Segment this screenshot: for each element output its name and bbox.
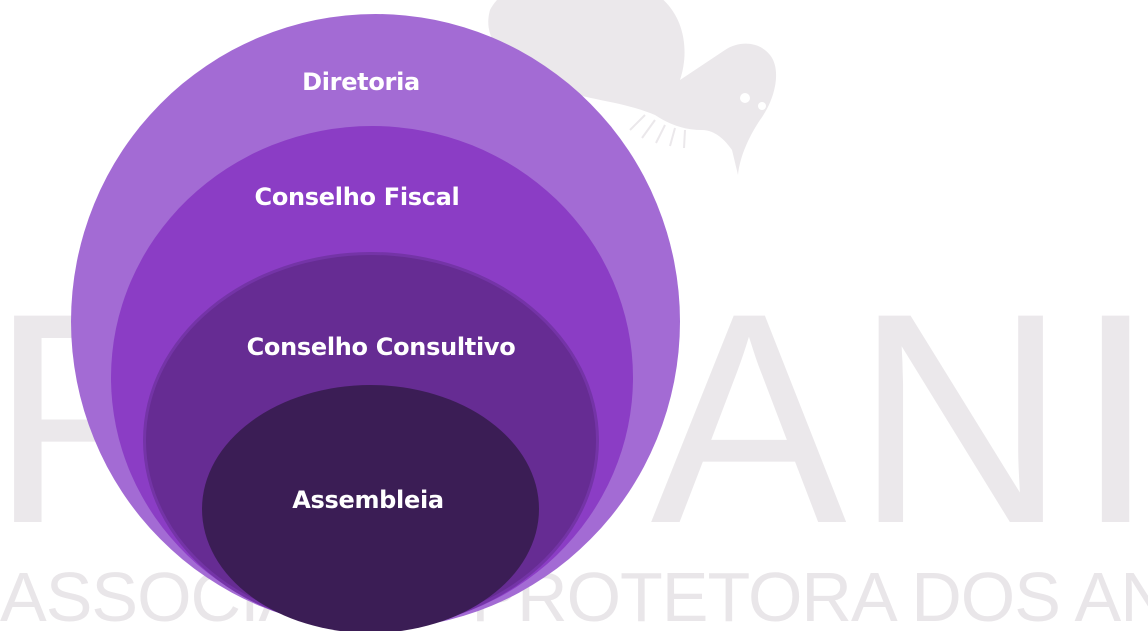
circle-assembleia	[202, 385, 539, 631]
label-diretoria: Diretoria	[302, 68, 420, 96]
turtle-logo-icon	[488, 0, 777, 175]
label-assembleia: Assembleia	[292, 486, 444, 514]
watermark-subtitle: ASSOCIAÇÃO PROTETORA DOS ANIMAIS DO DF	[0, 558, 1148, 631]
label-conselho-fiscal: Conselho Fiscal	[254, 183, 460, 211]
label-conselho-consultivo: Conselho Consultivo	[246, 333, 516, 361]
